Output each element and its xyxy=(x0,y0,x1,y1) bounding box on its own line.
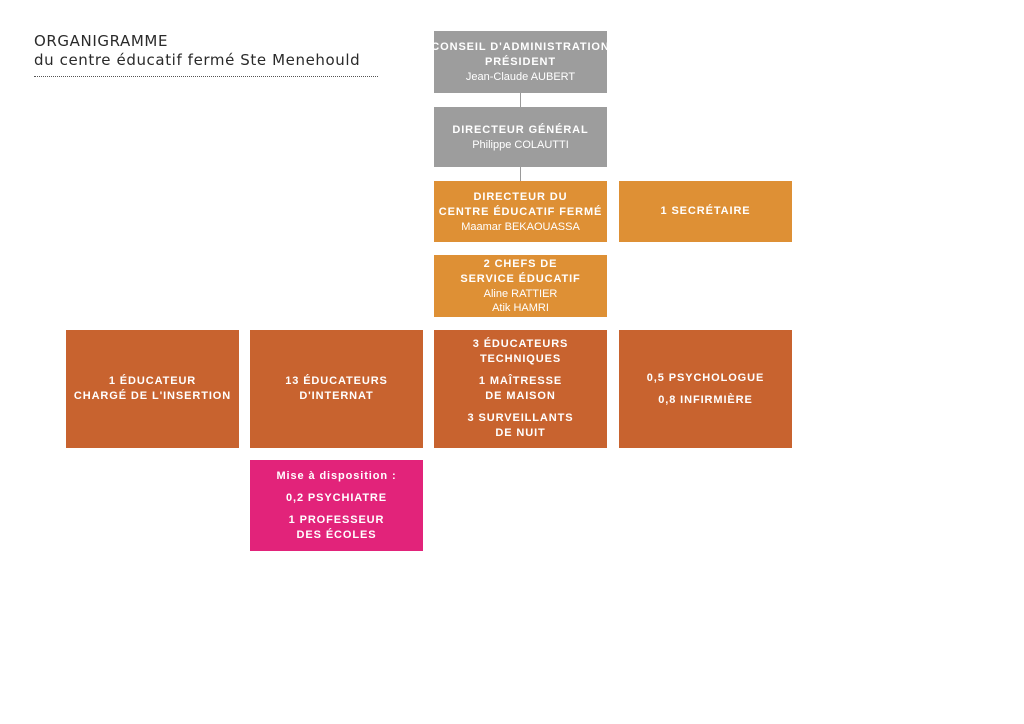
node-technique-c1: 3 SURVEILLANTS xyxy=(467,412,574,424)
node-educateurs-internat: 13 ÉDUCATEURS D'INTERNAT xyxy=(250,330,423,448)
node-mise-heading: Mise à disposition : xyxy=(276,469,397,482)
node-insertion-line2: CHARGÉ DE L'INSERTION xyxy=(73,390,232,402)
node-cef-name: Maamar BEKAOUASSA xyxy=(461,220,580,233)
node-sante-infirmiere: 0,8 INFIRMIÈRE xyxy=(658,393,753,406)
node-technique-b2: DE MAISON xyxy=(485,390,556,402)
node-chefs-line2: SERVICE ÉDUCATIF xyxy=(460,273,581,285)
node-internat-line1: 13 ÉDUCATEURS xyxy=(285,375,388,387)
node-chefs-line1: 2 CHEFS DE xyxy=(483,258,558,270)
node-mise-prof1: 1 PROFESSEUR xyxy=(288,513,385,526)
node-sante-psychologue: 0,5 PSYCHOLOGUE xyxy=(646,371,765,384)
node-chefs-name1: Aline RATTIER xyxy=(483,288,558,300)
node-directeur-cef: DIRECTEUR DU CENTRE ÉDUCATIF FERMÉ Maama… xyxy=(434,181,607,242)
title-line-2: du centre éducatif fermé Ste Menehould xyxy=(34,51,361,69)
node-mise-prof2: DES ÉCOLES xyxy=(296,528,377,541)
node-cef-line1: DIRECTEUR DU xyxy=(473,190,568,203)
chart-title: ORGANIGRAMME du centre éducatif fermé St… xyxy=(34,32,379,70)
node-technique-c2: DE NUIT xyxy=(495,427,546,439)
node-chefs-service: 2 CHEFS DE SERVICE ÉDUCATIF Aline RATTIE… xyxy=(434,255,607,317)
node-secretaire: 1 SECRÉTAIRE xyxy=(619,181,792,242)
node-dg-name: Philippe COLAUTTI xyxy=(472,138,569,151)
node-technique-b1: 1 MAÎTRESSE xyxy=(478,375,563,387)
node-conseil-line1: CONSEIL D'ADMINISTRATION xyxy=(431,41,610,53)
node-mise-a-disposition: Mise à disposition : 0,2 PSYCHIATRE 1 PR… xyxy=(250,460,423,551)
node-conseil-administration: CONSEIL D'ADMINISTRATION PRÉSIDENT Jean-… xyxy=(431,31,610,93)
connector-dg-to-directeur xyxy=(520,167,521,181)
node-insertion-line1: 1 ÉDUCATEUR xyxy=(108,375,197,387)
node-directeur-general: DIRECTEUR GÉNÉRAL Philippe COLAUTTI xyxy=(434,107,607,167)
title-line-1: ORGANIGRAMME xyxy=(34,32,169,50)
node-technique-a1: 3 ÉDUCATEURS xyxy=(472,338,569,350)
node-educateur-insertion: 1 ÉDUCATEUR CHARGÉ DE L'INSERTION xyxy=(66,330,239,448)
node-equipe-technique: 3 ÉDUCATEURS TECHNIQUES 1 MAÎTRESSE DE M… xyxy=(434,330,607,448)
node-mise-psychiatre: 0,2 PSYCHIATRE xyxy=(285,491,388,504)
node-conseil-name: Jean-Claude AUBERT xyxy=(465,71,576,83)
title-dotted-rule xyxy=(34,76,378,77)
node-conseil-line2: PRÉSIDENT xyxy=(484,56,557,68)
node-sante: 0,5 PSYCHOLOGUE 0,8 INFIRMIÈRE xyxy=(619,330,792,448)
node-cef-line2: CENTRE ÉDUCATIF FERMÉ xyxy=(438,205,603,218)
node-technique-a2: TECHNIQUES xyxy=(479,353,562,365)
node-internat-line2: D'INTERNAT xyxy=(299,390,374,402)
connector-conseil-to-dg xyxy=(520,93,521,107)
node-chefs-name2: Atik HAMRI xyxy=(492,302,549,314)
node-secretaire-title: 1 SECRÉTAIRE xyxy=(660,205,751,217)
node-dg-title: DIRECTEUR GÉNÉRAL xyxy=(452,123,589,136)
